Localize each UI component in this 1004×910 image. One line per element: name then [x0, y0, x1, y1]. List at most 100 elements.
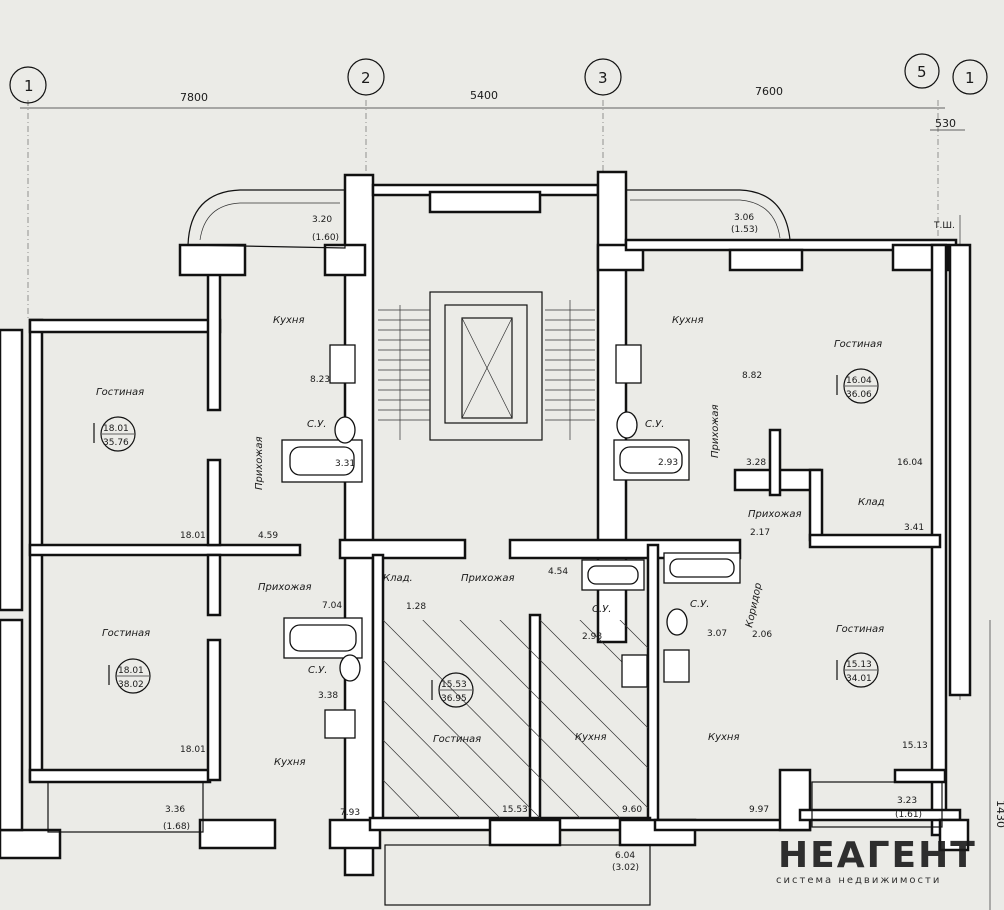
apartment-badges: 18.01 35.76 16.04 36.06 18.01 38.02 15.5…	[93, 368, 879, 708]
balcony-1-area: 3.20	[312, 215, 332, 225]
area-bath-2: 2.93	[658, 458, 678, 468]
balcony-5-area: 3.23	[897, 796, 917, 806]
dim-530: 530	[935, 117, 956, 130]
hatched-area	[383, 620, 648, 818]
area-storage-2: 3.41	[904, 523, 924, 533]
axis-label-1b: 1	[965, 69, 975, 87]
area-kitchen-1: 8.23	[310, 375, 330, 385]
area-kitchen-5: 9.97	[749, 805, 769, 815]
apartment-2-living: 16.04	[846, 376, 872, 386]
walls	[0, 170, 972, 877]
room-storage-1: Клад.	[383, 573, 413, 584]
area-living-2: 16.04	[897, 458, 923, 468]
area-living-3: 18.01	[180, 745, 206, 755]
apartment-3-total: 38.02	[118, 680, 144, 690]
axis-bubble-1	[9, 66, 47, 104]
room-hall-3: Прихожая	[258, 582, 312, 593]
stair-label: Т.Ш.	[933, 221, 955, 231]
axis-label-5: 5	[917, 63, 927, 81]
watermark-tagline: система недвижимости	[776, 875, 941, 886]
balcony-3-area2: (1.68)	[163, 822, 190, 832]
room-living-3: Гостиная	[102, 628, 150, 639]
room-bath-4: С.У.	[592, 604, 611, 615]
watermark: НЕАГЕНТ система недвижимости	[776, 835, 977, 886]
area-hall-3: 7.04	[322, 601, 342, 611]
area-bath-5: 3.07	[707, 629, 727, 639]
balcony-4-area2: (3.02)	[612, 863, 639, 873]
apartment-4-living: 15.53	[441, 680, 467, 690]
area-hall-4: 4.54	[548, 567, 568, 577]
axis-bubble-3	[584, 58, 622, 96]
balconies: 3.20 (1.60) 3.06 (1.53) 3.36 (1.68) 6.04…	[47, 189, 943, 906]
apartment-5-total: 34.01	[846, 674, 872, 684]
room-bath-3: С.У.	[308, 665, 327, 676]
area-bath-1: 3.31	[335, 459, 355, 469]
axis-label-3: 3	[598, 69, 608, 87]
room-hall-5: Прихожая	[748, 509, 802, 520]
room-bath-1: С.У.	[307, 419, 326, 430]
area-hall-1: 4.59	[258, 531, 278, 541]
balcony-2-area2: (1.53)	[731, 225, 758, 235]
area-kitchen-4: 9.60	[622, 805, 642, 815]
room-kitchen-5: Кухня	[708, 732, 740, 743]
room-kitchen-4: Кухня	[575, 732, 607, 743]
dimensions: 7800 5400 7600 530 1430 Т.Ш.	[180, 85, 1004, 828]
apartment-5-living: 15.13	[846, 660, 872, 670]
apartment-4-badge: 15.53 36.95	[431, 672, 474, 708]
area-bath-3: 3.38	[318, 691, 338, 701]
apartment-3-living: 18.01	[118, 666, 144, 676]
room-hall-4: Прихожая	[461, 573, 515, 584]
area-corridor-2: 2.17	[750, 528, 770, 538]
fixtures	[281, 344, 741, 739]
room-storage-2: Клад	[858, 497, 885, 508]
area-bath-4: 2.98	[582, 632, 602, 642]
axis-label-2: 2	[361, 69, 371, 87]
dim-7600: 7600	[755, 85, 783, 98]
area-living-5: 15.13	[902, 741, 928, 751]
area-kitchen-3: 7.93	[340, 808, 360, 818]
dim-7800: 7800	[180, 91, 208, 104]
stairwell	[378, 291, 595, 441]
area-living-4: 15.53	[502, 805, 528, 815]
apartment-2-badge: 16.04 36.06	[836, 368, 879, 404]
apartment-5-badge: 15.13 34.01	[836, 652, 879, 688]
area-storage-4: 1.28	[406, 602, 426, 612]
room-areas: 8.23 3.31 18.01 4.59 8.82 2.93 16.04 3.2…	[180, 371, 928, 818]
apartment-1-total: 35.76	[103, 438, 129, 448]
apartment-4-total: 36.95	[441, 694, 467, 704]
room-kitchen-1: Кухня	[273, 315, 305, 326]
apartment-3-badge: 18.01 38.02	[108, 658, 151, 694]
room-living-4: Гостиная	[433, 734, 481, 745]
room-kitchen-2: Кухня	[672, 315, 704, 326]
balcony-1-area2: (1.60)	[312, 233, 339, 243]
room-living-5: Гостиная	[836, 624, 884, 635]
grid-lines	[20, 100, 991, 910]
balcony-3-area: 3.36	[165, 805, 185, 815]
balcony-5-area2: (1.61)	[895, 810, 922, 820]
balcony-2-area: 3.06	[734, 213, 754, 223]
room-bath-2: С.У.	[645, 419, 664, 430]
room-living-1: Гостиная	[96, 387, 144, 398]
balcony-4-area: 6.04	[615, 851, 635, 861]
room-corridor: Коридор	[744, 582, 764, 629]
axis-bubble-5	[904, 53, 940, 89]
room-hall-2: Прихожая	[710, 404, 721, 458]
watermark-brand: НЕАГЕНТ	[778, 835, 977, 876]
area-kitchen-2: 8.82	[742, 371, 762, 381]
room-kitchen-3: Кухня	[274, 757, 306, 768]
room-hall-1: Прихожая	[254, 436, 265, 490]
area-hall-2: 3.28	[746, 458, 766, 468]
area-corridor-5: 2.06	[752, 630, 772, 640]
axis-bubble-1b	[952, 59, 988, 95]
dim-1430: 1430	[994, 800, 1004, 828]
apartment-1-badge: 18.01 35.76	[93, 416, 136, 452]
axis-label-1: 1	[24, 77, 34, 95]
apartment-2-total: 36.06	[846, 390, 872, 400]
axis-bubble-2	[347, 58, 385, 96]
area-living-1: 18.01	[180, 531, 206, 541]
room-living-2: Гостиная	[834, 339, 882, 350]
dim-5400: 5400	[470, 89, 498, 102]
axis-markers: 1 2 3 5 1	[9, 53, 988, 104]
room-bath-5: С.У.	[690, 599, 709, 610]
